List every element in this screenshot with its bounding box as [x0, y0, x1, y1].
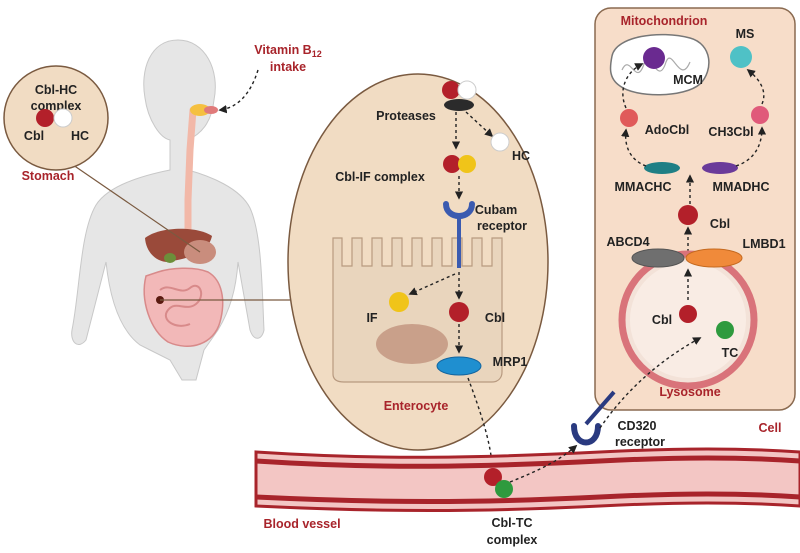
cell: Cell CD320 receptor Mitochondrion MCM MS… [571, 7, 796, 449]
enterocyte-label: Enterocyte [384, 399, 449, 413]
mrp1-label: MRP1 [493, 355, 528, 369]
stomach-inset: Cbl-HC complex Cbl HC Stomach [3, 65, 201, 253]
mmachc-protein [644, 162, 680, 174]
if-label: IF [366, 311, 377, 325]
stomach-hc-molecule [53, 108, 73, 128]
ch3cbl-to-ms-arrow [746, 68, 765, 105]
lysosome-tc-molecule [716, 321, 734, 339]
complex-if-molecule [458, 155, 476, 173]
cubam-label-2: receptor [477, 219, 527, 233]
vitamin-intake-arrow [218, 69, 259, 114]
lmbd1-transporter [685, 248, 743, 268]
cd320-label-1: CD320 [618, 419, 657, 433]
proteases-label: Proteases [376, 109, 436, 123]
cd320-stem [584, 390, 616, 426]
lysosome-tc-label: TC [722, 346, 739, 360]
free-hc-label: HC [512, 149, 530, 163]
lysosome-cbl-label: Cbl [652, 313, 672, 327]
mmadhc-protein [702, 162, 738, 174]
esophagus [184, 106, 197, 244]
protease-hc-molecule [457, 80, 477, 100]
mouth-salivary-glands [190, 104, 210, 116]
protease-enzyme [444, 99, 474, 111]
stomach-hc-label: HC [71, 129, 89, 143]
cell-label: Cell [759, 421, 782, 435]
blood-vessel: Blood vessel Cbl-TC complex [254, 444, 800, 547]
enterocyte-cbl-label: Cbl [485, 311, 505, 325]
nucleus [376, 324, 448, 364]
complex-cbl-molecule [443, 155, 461, 173]
lmbd1-label: LMBD1 [742, 237, 785, 251]
stomach-complex-label-1: Cbl-HC [35, 83, 77, 97]
cytosol-cbl-label: Cbl [710, 217, 730, 231]
mcm-enzyme [643, 47, 665, 69]
cubam-receptor [443, 201, 475, 219]
mitochondrion-label: Mitochondrion [621, 14, 708, 28]
blood-vessel-inner-bottom [255, 491, 800, 504]
ms-label: MS [736, 27, 755, 41]
abcd4-transporter [631, 248, 685, 268]
lysosome-cbl-molecule [679, 305, 697, 323]
intake-label: intake [270, 60, 306, 74]
cd320-to-lysosome-arrow [599, 337, 702, 429]
ch3cbl-molecule [751, 106, 769, 124]
ms-enzyme [730, 46, 752, 68]
adocbl-molecule [620, 109, 638, 127]
stomach-complex-label-2: complex [31, 99, 82, 113]
cubam-label-1: Cubam [475, 203, 517, 217]
blood-vessel-label: Blood vessel [263, 517, 340, 531]
enterocyte-inset: Proteases HC Cbl-IF complex Cubam recept… [160, 73, 549, 466]
lysosome-label: Lysosome [659, 385, 720, 399]
stomach-cbl-label: Cbl [24, 129, 44, 143]
mrp1-to-blood-arrow [467, 377, 496, 466]
cbl-tc-complex-label-2: complex [487, 533, 538, 547]
cd320-receptor [571, 423, 601, 446]
blood-to-cd320-arrow [509, 444, 578, 483]
protease-cbl-molecule [442, 81, 460, 99]
cd320-label-2: receptor [615, 435, 665, 449]
mmachc-label: MMACHC [615, 180, 672, 194]
human-body [71, 39, 265, 381]
to-if-arrow [408, 273, 456, 296]
mmadhc-to-ch3cbl-arrow [735, 126, 767, 167]
vitamin-b12-label: Vitamin B12 [254, 43, 321, 59]
stomach-cbl-molecule [36, 109, 54, 127]
stomach-connector-line [59, 155, 201, 253]
cbl-tc-complex-label-1: Cbl-TC [492, 516, 533, 530]
adocbl-to-mcm-arrow [622, 63, 644, 109]
cytosol-cbl-molecule [678, 205, 698, 225]
released-if-molecule [389, 292, 409, 312]
abcd4-label: ABCD4 [606, 235, 649, 249]
gallbladder [164, 253, 176, 263]
tongue [204, 106, 218, 114]
stomach-label: Stomach [22, 169, 75, 183]
adocbl-label: AdoCbl [645, 123, 689, 137]
blood-vessel-inner-top [255, 455, 800, 469]
blood-cbl-molecule [484, 468, 502, 486]
ch3cbl-label: CH3Cbl [708, 125, 753, 139]
enterocyte-cbl-molecule [449, 302, 469, 322]
vitamin-intake: Vitamin B12 intake [218, 43, 322, 114]
free-hc-molecule [490, 132, 510, 152]
small-intestine-coils [159, 285, 203, 327]
mmadhc-label: MMADHC [713, 180, 770, 194]
mrp1-transporter [436, 356, 482, 376]
cbl-if-complex-label: Cbl-IF complex [335, 170, 425, 184]
blood-tc-molecule [495, 480, 513, 498]
mcm-label: MCM [673, 73, 703, 87]
